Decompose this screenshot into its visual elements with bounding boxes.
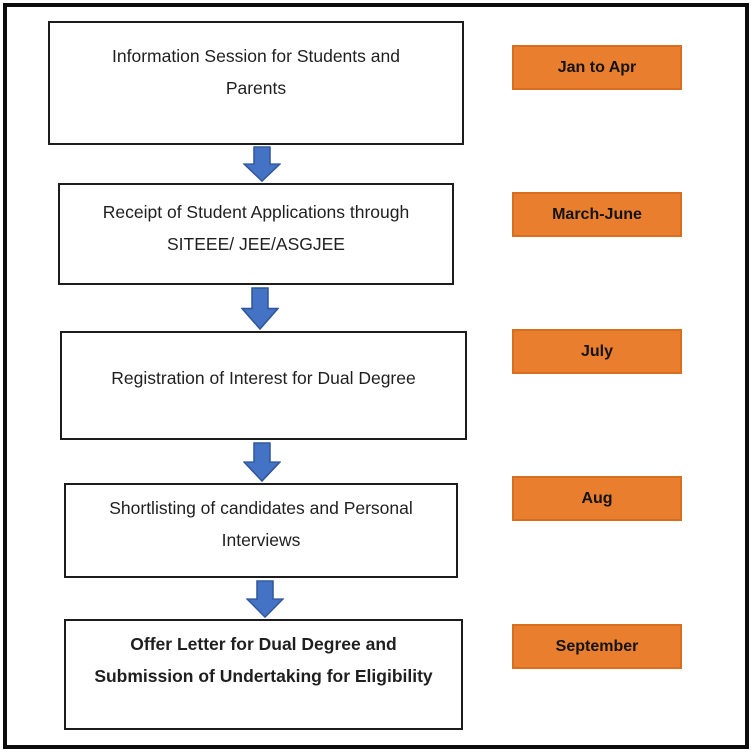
flow-step-label: Information Session for Students and Par… [112,46,400,98]
timeframe-label: Jan to Apr [557,58,637,76]
timeframe-label: March-June [552,205,642,223]
timeframe-badge-1: Jan to Apr [512,45,682,90]
flow-step-label: Offer Letter for Dual Degree and Submiss… [94,634,433,686]
timeframe-label: Aug [581,489,613,507]
flow-step-box-1: Information Session for Students and Par… [48,21,464,145]
timeframe-badge-5: September [512,624,682,669]
timeframe-label: September [555,637,639,655]
down-arrow-icon [243,442,281,482]
flow-step-box-3: Registration of Interest for Dual Degree [60,331,467,440]
timeframe-badge-2: March-June [512,192,682,237]
timeframe-label: July [580,342,613,360]
down-arrow-icon [246,580,284,618]
flow-step-label: Receipt of Student Applications through … [102,202,410,254]
flow-step-label: Registration of Interest for Dual Degree [111,368,416,388]
flow-step-box-5: Offer Letter for Dual Degree and Submiss… [64,619,463,730]
flow-step-box-4: Shortlisting of candidates and Personal … [64,483,458,578]
down-arrow-icon [243,146,281,182]
flow-step-label: Shortlisting of candidates and Personal … [109,498,413,550]
flow-step-box-2: Receipt of Student Applications through … [58,183,454,285]
down-arrow-icon [241,287,279,330]
timeframe-badge-3: July [512,329,682,374]
timeframe-badge-4: Aug [512,476,682,521]
